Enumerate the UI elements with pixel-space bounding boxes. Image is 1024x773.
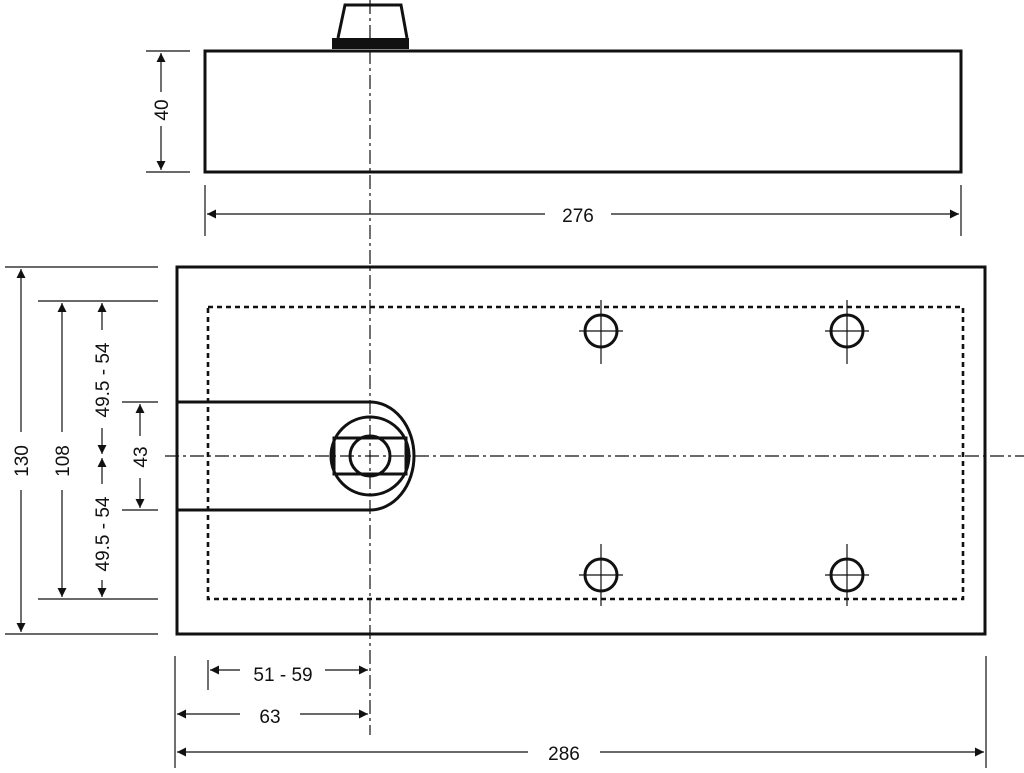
dim-label-upper-offset: 49.5 - 54 (93, 342, 114, 417)
dim-label-arm-height: 43 (131, 446, 152, 467)
spindle-arm (177, 400, 416, 512)
side-view-body (203, 49, 963, 174)
spindle-cap (336, 3, 409, 39)
fixing-hole-top-left (579, 300, 623, 364)
dim-label-overall-height: 130 (12, 445, 33, 477)
plan-view-body (175, 265, 987, 636)
left-dimensions: 130 108 49.5 - 54 49.5 - 54 43 (5, 266, 158, 635)
plan-view (165, 265, 1024, 636)
dim-label-spindle-range: 51 - 59 (253, 665, 312, 686)
bottom-dimensions: 51 - 59 63 286 (174, 656, 987, 768)
dim-label-top-width: 276 (562, 206, 594, 227)
fixing-hole-top-right (825, 300, 869, 364)
fixing-hole-bottom-right (825, 544, 869, 606)
spindle-square (332, 436, 408, 476)
dim-label-lower-offset: 49.5 - 54 (93, 496, 114, 571)
spindle-inner-hole (348, 434, 392, 478)
dim-label-overall-width: 286 (548, 744, 580, 765)
dim-label-spindle-offset: 63 (259, 707, 280, 728)
spindle-outer-ring (329, 415, 411, 497)
dim-label-top-height: 40 (152, 99, 173, 120)
fixing-hole-bottom-left (579, 544, 623, 606)
side-view: 40 276 (146, 3, 963, 236)
dim-label-mounting-height: 108 (53, 445, 74, 477)
cement-box-outline (206, 305, 965, 601)
